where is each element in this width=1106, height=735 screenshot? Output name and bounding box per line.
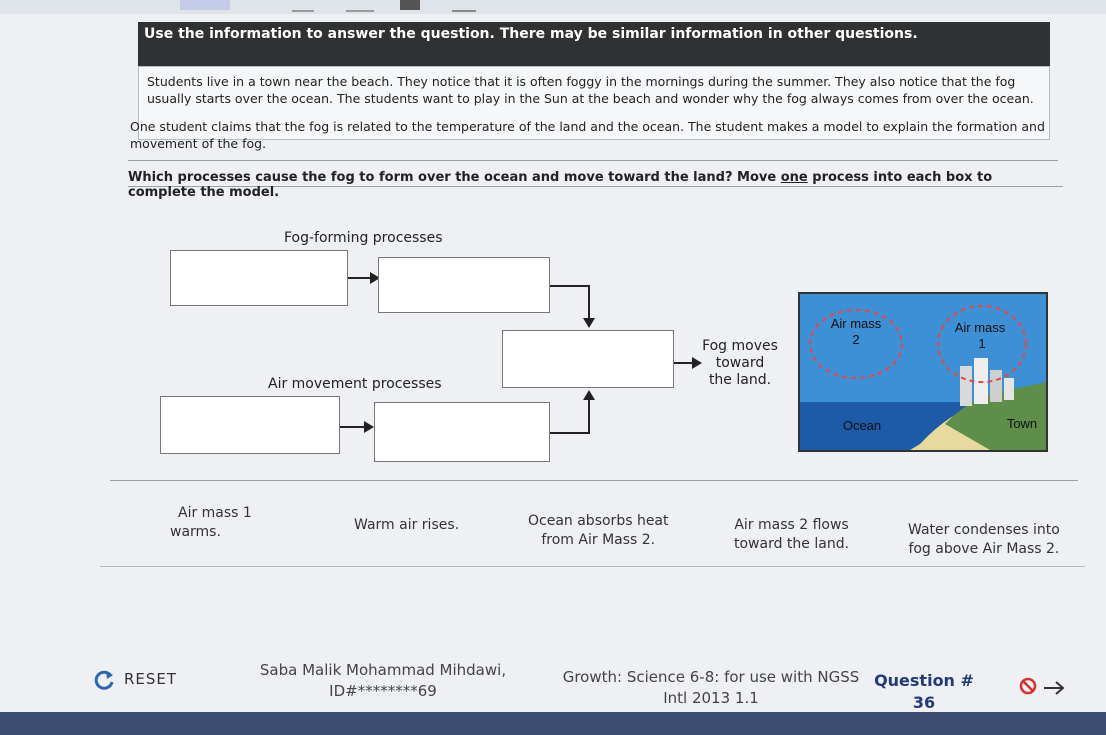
divider (128, 186, 1063, 187)
choice-line: Air mass 1 (178, 505, 252, 521)
choice-line: toward the land. (734, 536, 850, 552)
passage-box: Students live in a town near the beach. … (138, 66, 1050, 140)
fog-forming-label: Fog-forming processes (284, 230, 443, 246)
drop-box-center[interactable] (502, 330, 674, 388)
bottom-bar (0, 712, 1106, 735)
question-label: Question # (874, 671, 974, 690)
question-emphasis: one (780, 170, 808, 185)
air-mass-2-outline (809, 309, 903, 379)
arrow-right-icon (364, 421, 374, 433)
pointer-tool-icon[interactable] (292, 0, 314, 12)
arrow-line (340, 426, 366, 428)
arrow-line (348, 277, 372, 279)
question-number: 36 (912, 693, 936, 712)
fog-moves-line: toward (715, 355, 765, 371)
choice-line: warms. (170, 524, 221, 540)
passage-line: usually starts over the ocean. The stude… (147, 91, 1034, 106)
student-id: ID#********69 (329, 682, 437, 700)
choice-line: Air mass 2 flows (734, 517, 849, 533)
air-mass-1-number: 1 (978, 336, 985, 351)
drop-box-air-2[interactable] (374, 402, 550, 462)
air-movement-label: Air movement processes (268, 376, 442, 392)
town-label: Town (1007, 416, 1037, 431)
divider (110, 480, 1078, 481)
arrow-line (674, 362, 694, 364)
claim-line: movement of the fog. (130, 136, 267, 151)
notepad-tool-icon[interactable] (452, 0, 476, 12)
top-toolbar (0, 0, 1106, 14)
test-version: Intl 2013 1.1 (663, 689, 759, 707)
choice-line: fog above Air Mass 2. (908, 541, 1060, 557)
arrow-line (588, 398, 590, 434)
building-icon (1004, 378, 1014, 400)
choice-water-condenses[interactable]: Water condenses into fog above Air Mass … (908, 521, 1060, 559)
student-name: Saba Malik Mohammad Mihdawi, (259, 661, 507, 679)
air-mass-2-label: Air mass (831, 316, 882, 331)
tool-tab-icon[interactable] (180, 0, 230, 10)
divider (100, 566, 1085, 567)
choice-line: Ocean absorbs heat (528, 513, 669, 529)
drop-box-fog-1[interactable] (170, 250, 348, 306)
question-text-after: process into each box to complete the mo… (128, 170, 993, 200)
arrow-right-icon (370, 272, 380, 284)
instruction-text: Use the information to answer the questi… (144, 26, 918, 42)
claim-text: One student claims that the fog is relat… (130, 118, 1060, 152)
passage-line: Students live in a town near the beach. … (147, 74, 1016, 89)
claim-line: One student claims that the fog is relat… (130, 119, 1045, 134)
land (945, 382, 1046, 450)
air-mass-1-label: Air mass (955, 320, 1006, 335)
drop-box-fog-2[interactable] (378, 257, 550, 313)
arrow-right-icon (692, 357, 702, 369)
arrow-up-icon (583, 390, 595, 400)
student-info: Saba Malik Mohammad Mihdawi, ID#********… (248, 660, 518, 702)
ocean-label: Ocean (843, 418, 881, 433)
test-name: Growth: Science 6-8: for use with NGSS (562, 668, 860, 686)
ocean-town-illustration: Air mass 2 Air mass 1 Ocean Town (798, 292, 1048, 452)
drop-box-air-1[interactable] (160, 396, 340, 454)
flag-block-icon[interactable] (1018, 676, 1038, 696)
choice-ocean-absorbs-heat[interactable]: Ocean absorbs heat from Air Mass 2. (528, 512, 669, 550)
arrow-line (550, 432, 590, 434)
reset-label: RESET (124, 670, 178, 688)
fog-moves-label: Fog moves toward the land. (700, 338, 780, 389)
arrow-down-icon (583, 318, 595, 328)
arrow-line (588, 285, 590, 319)
choice-air-mass-2-flows[interactable]: Air mass 2 flows toward the land. (734, 516, 849, 554)
choice-line: Warm air rises. (354, 517, 460, 533)
check-tool-icon[interactable] (346, 0, 374, 12)
question-prompt: Which processes cause the fog to form ov… (128, 170, 1058, 200)
choice-line: from Air Mass 2. (541, 532, 656, 548)
divider (128, 160, 1058, 161)
fog-moves-line: the land. (708, 372, 772, 388)
test-info: Growth: Science 6-8: for use with NGSS I… (552, 667, 870, 709)
reset-icon (94, 670, 114, 690)
air-mass-2-number: 2 (852, 332, 859, 347)
building-icon (990, 370, 1002, 402)
choice-line: Water condenses into (908, 522, 1060, 538)
fog-moves-line: Fog moves (702, 338, 778, 354)
next-arrow-icon[interactable] (1042, 680, 1066, 696)
arrow-line (550, 285, 590, 287)
highlighter-tool-icon[interactable] (400, 0, 420, 10)
air-mass-1-outline (937, 305, 1027, 383)
choice-warm-air-rises[interactable]: Warm air rises. (354, 516, 459, 535)
question-text-before: Which processes cause the fog to form ov… (128, 170, 781, 185)
building-icon (960, 366, 972, 406)
question-number-block: Question # 36 (872, 670, 976, 714)
scene-svg: Air mass 2 Air mass 1 Ocean Town (800, 294, 1046, 450)
choice-air-mass-1-warms[interactable]: Air mass 1 warms. (170, 504, 252, 542)
